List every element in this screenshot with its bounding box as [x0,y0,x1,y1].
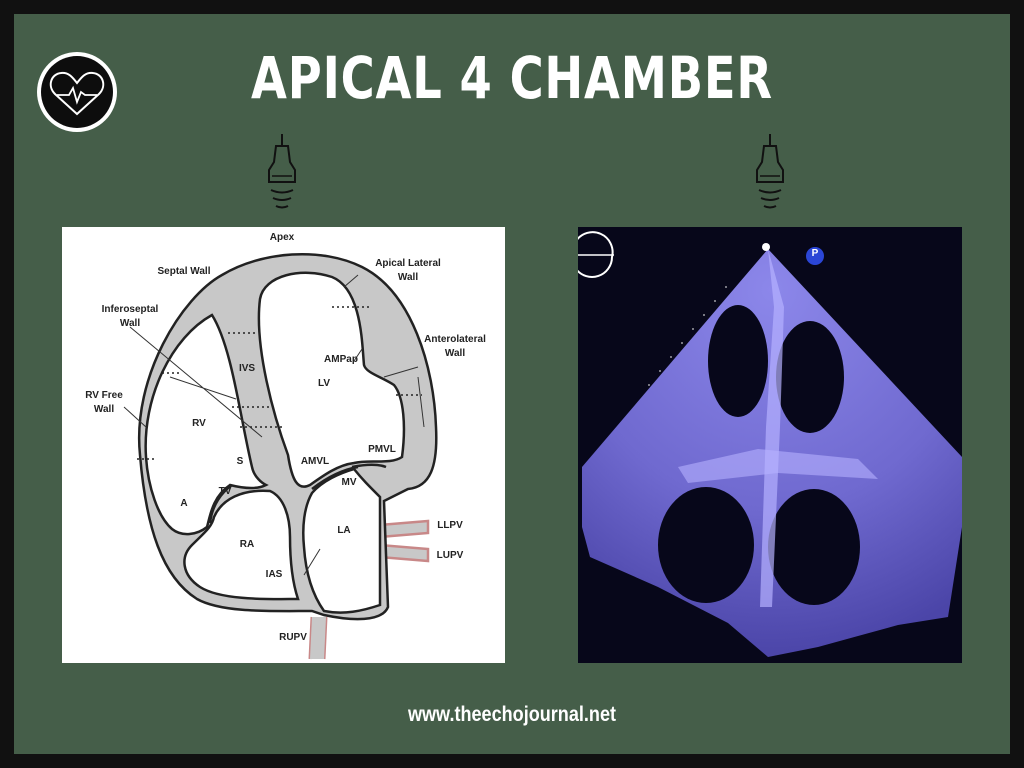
tv-leaflet [208,483,233,524]
label-rupv: RUPV [279,632,307,643]
page-title: APICAL 4 CHAMBER [251,44,773,112]
label-lv: LV [317,378,331,389]
heart-logo [37,52,117,132]
echo-rv [776,321,844,433]
echo-valve-plane [678,449,878,483]
echocardiogram-image: P [578,227,962,663]
label-rv: RV [192,418,206,429]
pmvl-leaflet [351,463,387,469]
echo-sector [578,231,962,657]
label-inferoseptal-wall: Inferoseptal [101,304,159,315]
label-apical-lateral-wall: Apical Lateral [375,258,441,269]
label-mv: MV [341,477,357,488]
ultrasound-probe-icon [750,132,790,216]
llpv-vein [378,519,430,539]
label-anterolateral-wall-2: Wall [444,348,466,359]
label-rv-free-wall-2: Wall [93,404,115,415]
echo-overlay-circle [578,231,614,278]
echo-la [658,487,754,603]
echo-lv [708,305,768,417]
label-inferoseptal-wall-2: Wall [119,318,141,329]
echo-orientation-dot [806,247,824,265]
label-apex: Apex [269,232,295,243]
ultrasound-probe-icon [262,132,302,216]
label-septal-wall: Septal Wall [157,266,211,277]
website-url: www.theechojournal.net [407,703,617,726]
label-la: LA [337,525,351,536]
la-cavity [302,467,382,614]
lv-cavity [257,271,406,488]
label-lupv: LUPV [436,550,464,561]
echo-marker-label: P [811,248,819,259]
ra-cavity [183,489,300,601]
apical-4-chamber-diagram: Apex Septal Wall Apical Lateral Wall Inf… [62,227,505,663]
rv-cavity [144,313,269,536]
heart-schematic [123,253,438,660]
echo-septum [760,249,784,607]
label-ampap: AMPap [324,354,358,365]
label-llpv: LLPV [437,520,463,531]
label-ra: RA [239,539,255,550]
label-ias: IAS [265,569,283,580]
label-ivs: IVS [238,363,256,374]
label-leader [123,274,425,576]
segment-divider [137,306,422,460]
label-apical-lateral-wall-2: Wall [397,272,419,283]
label-amvl: AMVL [300,456,330,467]
label-tv: TV [218,486,232,497]
echo-ra [768,489,860,605]
label-pmvl: PMVL [368,444,396,455]
label-a: A [180,498,188,509]
label-anterolateral-wall: Anterolateral [424,334,486,345]
echo-probe-marker [762,243,770,251]
label-rv-free-wall: RV Free [85,390,123,401]
label-s: S [236,456,244,467]
